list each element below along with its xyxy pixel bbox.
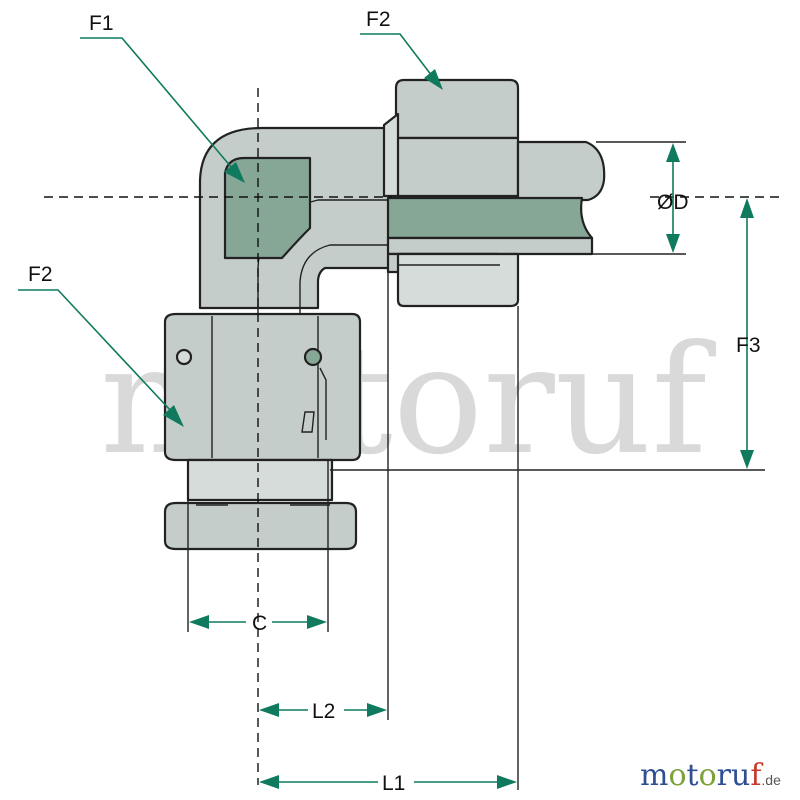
label-l2: L2 xyxy=(312,700,335,723)
retaining-ring xyxy=(301,367,327,440)
nut-ball xyxy=(303,347,323,367)
top-nut-upper xyxy=(394,78,520,140)
label-c: C xyxy=(252,612,267,635)
leader-f2-top xyxy=(360,33,433,77)
label-f3: F3 xyxy=(736,334,761,357)
logo-suffix: .de xyxy=(761,772,781,788)
label-f2-left: F2 xyxy=(28,263,53,286)
dim-c-arrow-right xyxy=(307,615,327,629)
leader-f1 xyxy=(80,37,233,169)
logo-letter-o1: o xyxy=(668,758,686,793)
dim-f3-arrow-top xyxy=(740,198,754,218)
logo-letter-r: r xyxy=(717,758,732,793)
motoruf-logo: motoruf.de xyxy=(640,758,781,793)
dim-l1-arrow-right xyxy=(497,775,517,789)
leader-f2-top-arrow xyxy=(424,69,443,90)
tube-insert xyxy=(386,196,594,240)
top-nut-lower xyxy=(394,136,520,198)
top-nut-side xyxy=(382,112,400,198)
dim-l1-arrow-left xyxy=(259,775,279,789)
label-f2-top: F2 xyxy=(366,8,391,31)
dim-l2-arrow-left xyxy=(259,703,279,717)
logo-letter-u: u xyxy=(731,758,750,793)
elbow-bore-outer xyxy=(299,244,392,458)
tube-stub xyxy=(516,140,606,202)
dim-c-arrow-left xyxy=(189,615,209,629)
dim-f3-arrow-bottom xyxy=(740,450,754,469)
label-od: ØD xyxy=(657,191,689,214)
dim-l2-arrow-right xyxy=(367,703,387,717)
logo-letter-t: t xyxy=(687,758,699,793)
leader-f1-arrow xyxy=(224,162,245,183)
dim-od-arrow-top xyxy=(666,143,680,162)
logo-letter-m: m xyxy=(640,758,668,793)
leader-f2-left-arrow xyxy=(163,405,184,427)
logo-letter-f: f xyxy=(750,758,763,793)
left-nut xyxy=(163,312,362,462)
bottom-nut xyxy=(163,501,358,551)
label-f1: F1 xyxy=(89,12,114,35)
leader-f2-left xyxy=(18,289,173,413)
label-l1: L1 xyxy=(382,772,405,795)
lower-right-nut xyxy=(396,252,520,308)
logo-letter-o2: o xyxy=(699,758,717,793)
neck xyxy=(186,458,334,502)
nut-hole xyxy=(175,348,193,366)
fitting-body xyxy=(163,78,606,551)
tube-lower xyxy=(386,236,594,256)
dim-od-arrow-bottom xyxy=(666,234,680,253)
